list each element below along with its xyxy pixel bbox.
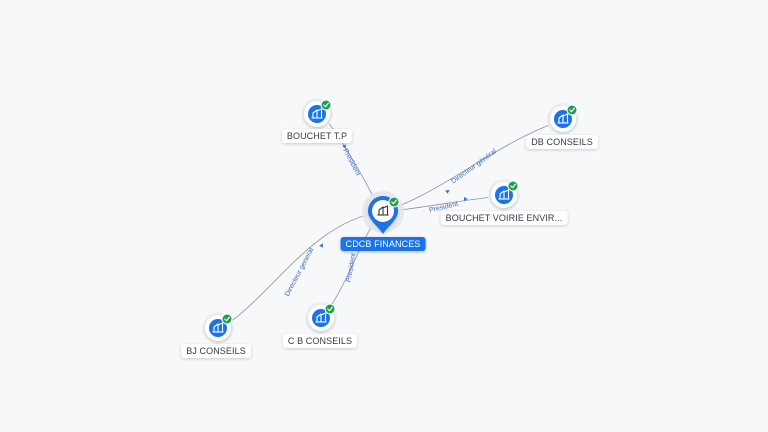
edge-line-bj-conseils: [217, 211, 382, 331]
edge-arrow: [319, 243, 323, 248]
verified-check-icon: [323, 102, 329, 108]
node-bouchet-tp[interactable]: [301, 98, 333, 130]
node-bj-conseils[interactable]: [202, 312, 234, 344]
verified-check-icon: [224, 316, 230, 322]
edge-label-db-conseils: Directeur général: [450, 148, 498, 185]
verified-check-icon: [569, 107, 575, 113]
edge-label-bouchet-tp: President: [341, 148, 361, 177]
edge-line-db-conseils: [380, 117, 571, 213]
node-center-cdcb-finances[interactable]: [362, 191, 404, 234]
node-bouchet-voirie[interactable]: [488, 179, 520, 211]
verified-check-icon: [327, 306, 333, 312]
node-label-db-conseils[interactable]: DB CONSEILS: [526, 135, 598, 149]
node-db-conseils[interactable]: [547, 103, 579, 135]
edge-label-cb-conseils: President: [346, 253, 358, 283]
node-cb-conseils[interactable]: [305, 302, 337, 334]
verified-check-icon: [391, 199, 397, 205]
edge-arrow: [342, 144, 346, 149]
verified-check-icon: [510, 183, 516, 189]
nodes-layer: [202, 98, 579, 344]
edge-label-bj-conseils: Directeur general: [284, 247, 316, 298]
edge-arrow: [464, 197, 468, 201]
node-label-bouchet-voirie[interactable]: BOUCHET VOIRIE ENVIR...: [440, 211, 568, 225]
edge-arrow: [445, 189, 450, 194]
node-label-bj-conseils[interactable]: BJ CONSEILS: [181, 344, 251, 358]
node-label-cb-conseils[interactable]: C B CONSEILS: [282, 334, 358, 348]
node-label-cdcb-finances[interactable]: CDCB FINANCES: [340, 237, 426, 251]
node-label-bouchet-tp[interactable]: BOUCHET T.P: [281, 129, 353, 143]
